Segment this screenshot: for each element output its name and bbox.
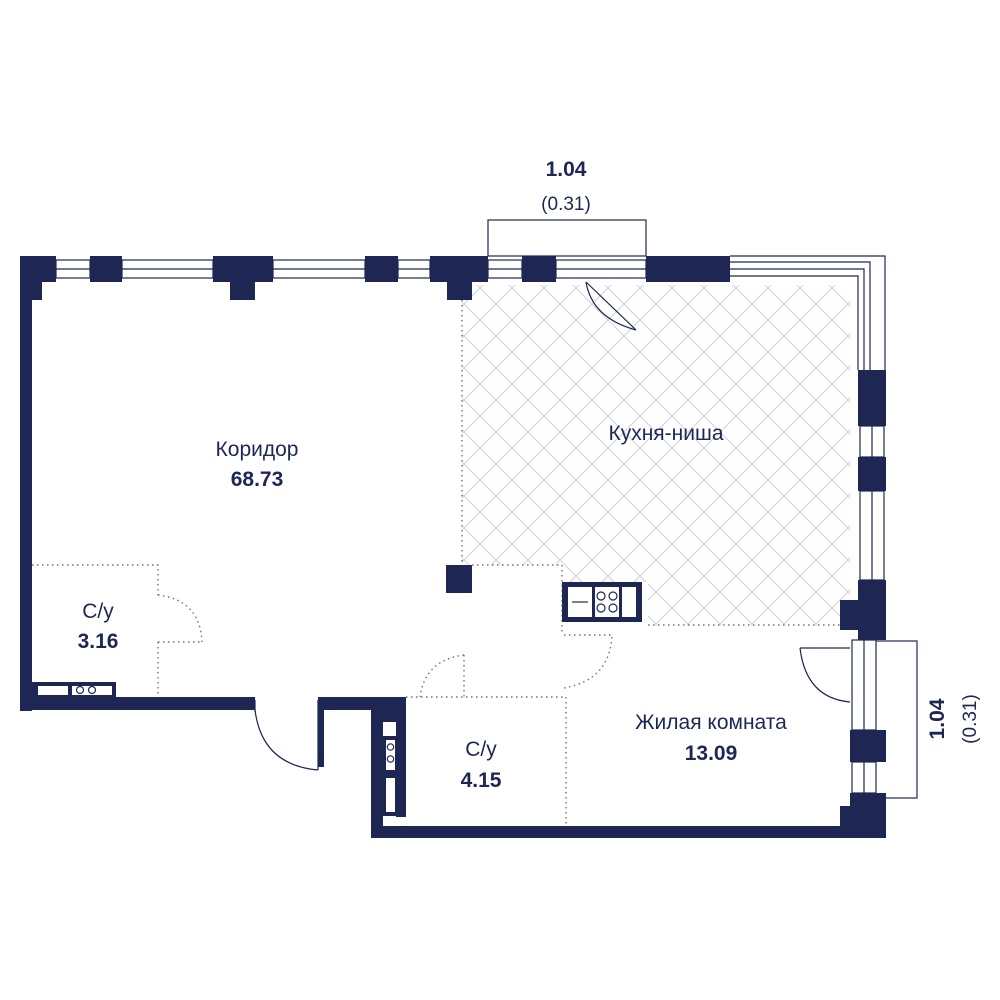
balcony-top-area: 1.04	[546, 158, 587, 181]
kitchen-name: Кухня-ниша	[608, 422, 723, 445]
balcony-right	[871, 640, 918, 799]
doors	[254, 281, 851, 771]
living-room-area: 13.09	[685, 742, 738, 765]
bathroom-2-name: С/у	[465, 738, 497, 761]
kitchen-floor	[462, 285, 850, 625]
windows	[55, 259, 885, 794]
living-room-name: Жилая комната	[635, 711, 787, 734]
partitions	[32, 300, 840, 826]
corridor-area: 68.73	[231, 468, 284, 491]
bathroom-1-area: 3.16	[78, 630, 119, 653]
walls	[20, 256, 886, 838]
balcony-top-area-alt: (0.31)	[541, 194, 591, 215]
balcony-right-area-alt: (0.31)	[960, 694, 981, 744]
balcony-top	[487, 219, 647, 257]
balcony-right-area: 1.04	[926, 698, 949, 739]
facade-line	[730, 255, 886, 370]
bathroom-1-name: С/у	[82, 600, 114, 623]
bathroom-2-fixtures	[383, 736, 397, 816]
kitchen-stove	[562, 582, 642, 622]
bathroom-1-fixtures	[32, 682, 116, 697]
bathroom-2-area: 4.15	[461, 769, 502, 792]
corridor-name: Коридор	[216, 438, 299, 461]
